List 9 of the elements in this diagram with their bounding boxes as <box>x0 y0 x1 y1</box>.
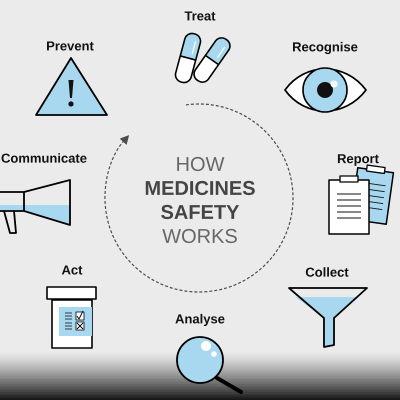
step-label: Analyse <box>175 314 224 326</box>
step-label: Report <box>338 154 379 166</box>
step-label: Prevent <box>47 41 94 51</box>
step-label: Recognise <box>293 42 358 54</box>
step-label: Treat <box>184 11 216 21</box>
step-label: Communicate <box>2 153 87 163</box>
step-label: Act <box>62 265 82 275</box>
title: HOW MEDICINES SAFETY WORKS <box>146 156 255 244</box>
step-label: Collect <box>306 267 349 277</box>
